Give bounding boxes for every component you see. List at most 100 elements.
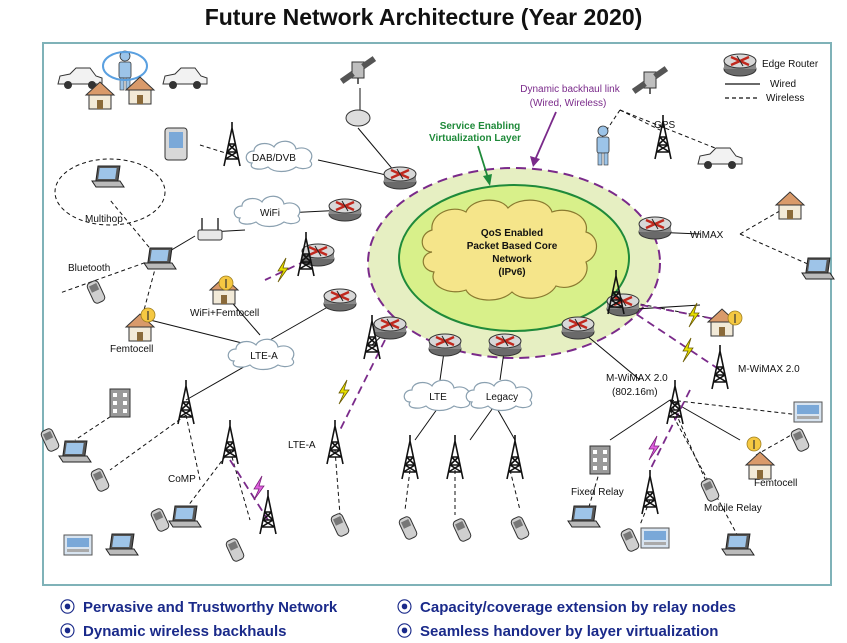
cloud-lte: LTE bbox=[403, 379, 471, 412]
phone-icon bbox=[397, 514, 419, 542]
building-icon bbox=[589, 445, 611, 475]
virt-label-2: Virtualization Layer bbox=[429, 133, 521, 144]
bullet-text: Dynamic wireless backhauls bbox=[83, 623, 287, 640]
multihop-label: Multihop bbox=[85, 214, 123, 225]
phone-icon bbox=[329, 511, 351, 539]
router-icon bbox=[427, 332, 463, 358]
phone-icon bbox=[39, 426, 61, 454]
femtocell-icon bbox=[140, 307, 156, 323]
lightning-icon bbox=[253, 475, 265, 501]
bullet-text: Capacity/coverage extension by relay nod… bbox=[420, 599, 736, 616]
legend-edge-router: Edge Router bbox=[762, 59, 819, 70]
wimax-label: WiMAX bbox=[690, 230, 724, 241]
legend-wired: Wired bbox=[770, 79, 796, 90]
house-icon bbox=[745, 451, 775, 480]
phone-icon bbox=[789, 426, 811, 454]
core-line-4: (IPv6) bbox=[498, 267, 525, 278]
laptop-icon bbox=[105, 533, 139, 556]
legacy-label: Legacy bbox=[486, 392, 518, 403]
router-icon bbox=[637, 215, 673, 241]
bullet-icon: ⦿ bbox=[60, 599, 76, 616]
router-icon bbox=[322, 287, 358, 313]
fixed-relay-label: Fixed Relay bbox=[571, 487, 624, 498]
bluetooth-label: Bluetooth bbox=[68, 263, 110, 274]
bullet-icon: ⦿ bbox=[60, 623, 76, 640]
multihop-laptop-icon bbox=[91, 165, 125, 188]
backhaul-label-2: (Wired, Wireless) bbox=[530, 98, 607, 109]
phone-icon bbox=[149, 506, 171, 534]
lte-label: LTE bbox=[429, 392, 447, 403]
phone-icon bbox=[619, 526, 641, 554]
mwimax-label: M-WiMAX 2.0 bbox=[606, 373, 668, 384]
laptop-icon bbox=[58, 440, 92, 463]
person-icon bbox=[596, 125, 610, 166]
mwimax-std-label: (802.16m) bbox=[612, 387, 658, 398]
bullet-item: ⦿ Seamless handover by layer virtualizati… bbox=[397, 620, 718, 641]
mobile-relay-label: Mobile Relay bbox=[704, 503, 762, 514]
virt-label-1: Service Enabling bbox=[440, 121, 521, 132]
femtocell-right-label: Femtocell bbox=[754, 478, 797, 489]
wifi-ap-icon bbox=[197, 217, 223, 241]
legend: Edge Router Wired Wireless bbox=[722, 52, 819, 104]
core-line-2: Packet Based Core bbox=[467, 241, 558, 252]
person-icon bbox=[118, 50, 132, 91]
lightning-icon bbox=[648, 435, 660, 461]
mwimax-right-label: M-WiMAX 2.0 bbox=[738, 364, 800, 375]
lte-a-label: LTE-A bbox=[288, 440, 316, 451]
lightning-icon bbox=[277, 257, 289, 283]
femtocell-left-label: Femtocell bbox=[110, 344, 153, 355]
bullet-text: Seamless handover by layer virtualizatio… bbox=[420, 623, 719, 640]
diagram-title: Future Network Architecture (Year 2020) bbox=[204, 4, 643, 30]
cloud-legacy: Legacy bbox=[465, 379, 533, 412]
femtocell-icon bbox=[727, 310, 743, 326]
phone-icon bbox=[699, 476, 721, 504]
laptop-icon bbox=[143, 247, 177, 270]
comp-label: CoMP bbox=[168, 474, 196, 485]
phone-icon bbox=[85, 278, 107, 306]
laptop-icon bbox=[721, 533, 755, 556]
car-icon bbox=[697, 147, 743, 170]
femtocell-icon bbox=[218, 275, 234, 291]
wifi-label: WiFi bbox=[260, 208, 280, 219]
phone-icon bbox=[224, 536, 246, 564]
house-icon bbox=[775, 191, 805, 220]
laptop-icon bbox=[801, 257, 835, 280]
phone-icon bbox=[509, 514, 531, 542]
laptop-icon bbox=[168, 505, 202, 528]
router-icon bbox=[382, 165, 418, 191]
gps-label: GPS bbox=[654, 120, 675, 131]
bullet-icon: ⦿ bbox=[397, 623, 413, 640]
pda-icon bbox=[640, 527, 670, 549]
bullet-item: ⦿ Capacity/coverage extension by relay no… bbox=[397, 596, 736, 617]
router-icon bbox=[560, 315, 596, 341]
core-line-1: QoS Enabled bbox=[481, 228, 543, 239]
wifi-femto-label: WiFi+Femtocell bbox=[190, 308, 259, 319]
bullet-item: ⦿ Pervasive and Trustworthy Network bbox=[60, 596, 337, 617]
bullet-text: Pervasive and Trustworthy Network bbox=[83, 599, 338, 616]
femtocell-icon bbox=[746, 436, 762, 452]
router-icon bbox=[327, 197, 363, 223]
router-icon bbox=[487, 332, 523, 358]
bullet-item: ⦿ Dynamic wireless backhauls bbox=[60, 620, 286, 641]
phone-icon bbox=[89, 466, 111, 494]
bullet-icon: ⦿ bbox=[397, 599, 413, 616]
lightning-icon bbox=[338, 379, 350, 405]
user-halo bbox=[102, 51, 148, 81]
cloud-lte-a: LTE-A bbox=[227, 338, 295, 371]
satellite-icon bbox=[339, 55, 377, 85]
backhaul-label-1: Dynamic backhaul link bbox=[520, 84, 620, 95]
building-icon bbox=[109, 388, 131, 418]
core-line-3: Network bbox=[492, 254, 532, 265]
cloud-dab: DAB/DVB bbox=[245, 140, 313, 173]
legend-wireless: Wireless bbox=[766, 93, 804, 104]
dab-label: DAB/DVB bbox=[252, 153, 296, 164]
multihop-ellipse bbox=[54, 158, 166, 226]
laptop-icon bbox=[567, 505, 601, 528]
phone-icon bbox=[451, 516, 473, 544]
core-cloud bbox=[421, 199, 598, 301]
lte-a-cloud-label: LTE-A bbox=[250, 351, 278, 362]
pda-icon bbox=[793, 401, 823, 423]
router-icon bbox=[372, 315, 408, 341]
pda-icon bbox=[63, 534, 93, 556]
